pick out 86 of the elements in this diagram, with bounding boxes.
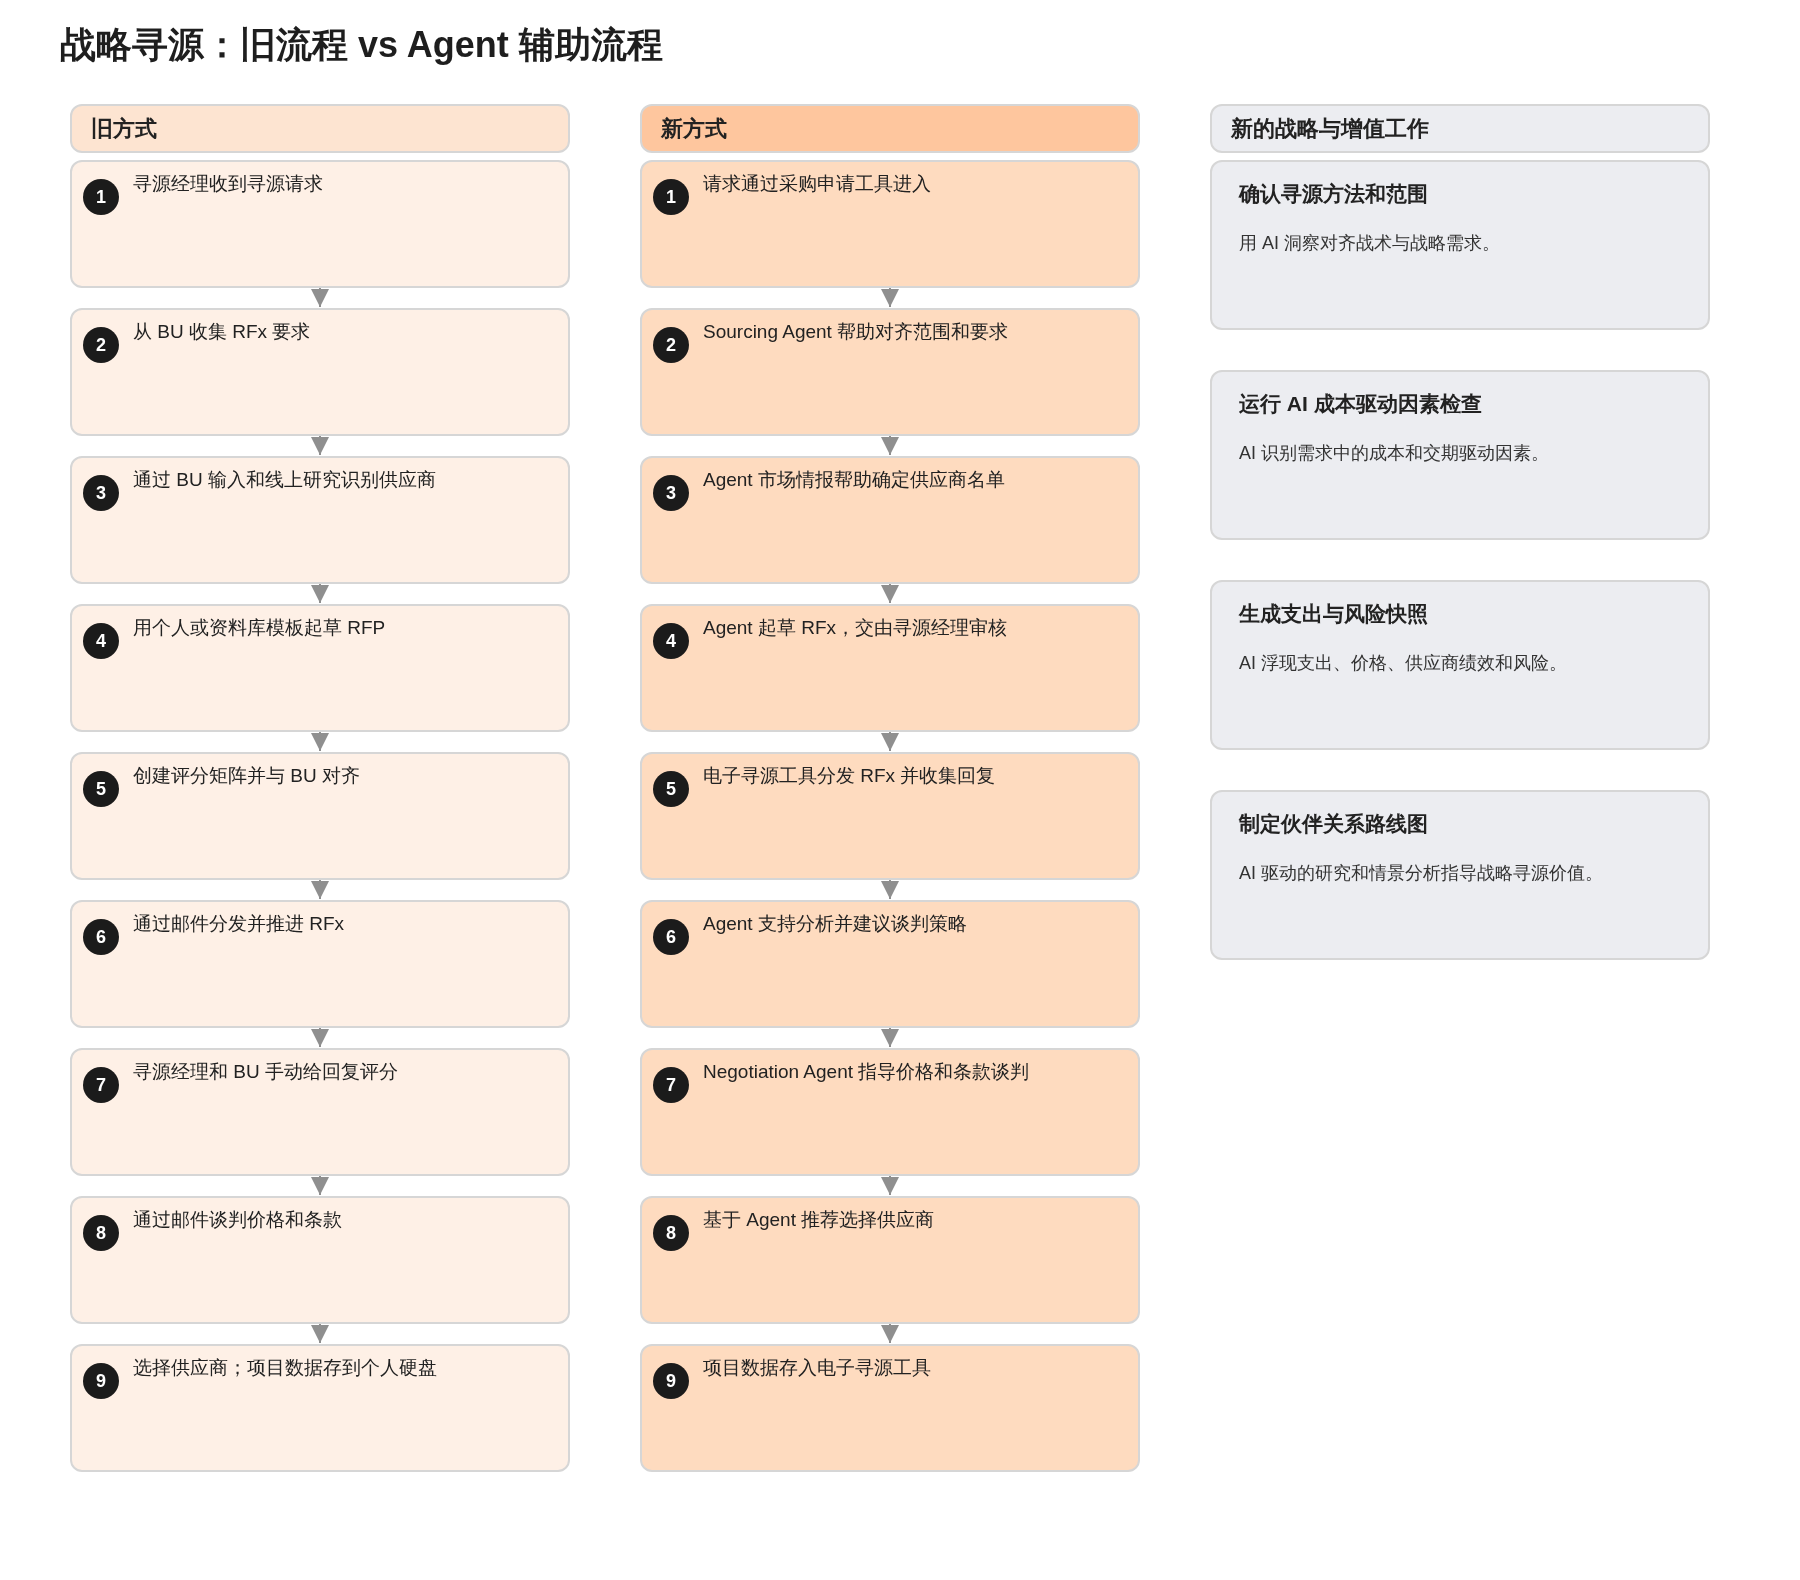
task-card — [1210, 580, 1710, 750]
step-box — [70, 900, 570, 1028]
card-title: 制定伙伴关系路线图 — [1239, 811, 1428, 837]
arrow — [311, 879, 329, 900]
step-box — [640, 604, 1140, 732]
step-box — [640, 900, 1140, 1028]
step-number: 2 — [653, 327, 689, 363]
step-number: 8 — [653, 1215, 689, 1251]
column-header: 旧方式 — [70, 104, 570, 153]
step-number: 4 — [83, 623, 119, 659]
arrow — [881, 731, 899, 752]
arrow — [881, 879, 899, 900]
step-text: 电子寻源工具分发 RFx 并收集回复 — [703, 764, 996, 788]
step-number: 7 — [653, 1067, 689, 1103]
step-text: 从 BU 收集 RFx 要求 — [133, 320, 311, 344]
card-text: AI 浮现支出、价格、供应商绩效和风险。 — [1239, 652, 1567, 675]
step-text: Agent 起草 RFx，交由寻源经理审核 — [703, 616, 1008, 640]
step-number: 3 — [83, 475, 119, 511]
step-text: 通过 BU 输入和线上研究识别供应商 — [133, 468, 436, 492]
step-text: 基于 Agent 推荐选择供应商 — [703, 1208, 935, 1232]
step-number: 4 — [653, 623, 689, 659]
step-box — [640, 308, 1140, 436]
step-number: 9 — [83, 1363, 119, 1399]
arrow — [881, 1175, 899, 1196]
step-box — [70, 1048, 570, 1176]
step-box — [640, 1344, 1140, 1472]
step-text: Agent 市场情报帮助确定供应商名单 — [703, 468, 1005, 492]
step-text: 用个人或资料库模板起草 RFP — [133, 616, 386, 640]
step-number: 5 — [83, 771, 119, 807]
diagram-title: 战略寻源：旧流程 vs Agent 辅助流程 — [60, 23, 663, 67]
step-box — [640, 160, 1140, 288]
task-card — [1210, 370, 1710, 540]
arrow — [311, 583, 329, 604]
card-title: 确认寻源方法和范围 — [1239, 181, 1428, 207]
step-box — [70, 752, 570, 880]
arrow — [881, 583, 899, 604]
step-number: 1 — [83, 179, 119, 215]
step-number: 6 — [653, 919, 689, 955]
arrow — [881, 1323, 899, 1344]
step-number: 8 — [83, 1215, 119, 1251]
step-box — [70, 1344, 570, 1472]
arrow — [881, 287, 899, 308]
step-box — [70, 604, 570, 732]
step-number: 1 — [653, 179, 689, 215]
step-box — [640, 1048, 1140, 1176]
arrow — [311, 435, 329, 456]
step-box — [70, 1196, 570, 1324]
card-title: 生成支出与风险快照 — [1239, 601, 1428, 627]
step-text: 项目数据存入电子寻源工具 — [703, 1356, 931, 1380]
card-text: 用 AI 洞察对齐战术与战略需求。 — [1239, 232, 1500, 255]
step-number: 7 — [83, 1067, 119, 1103]
arrow — [311, 1323, 329, 1344]
step-number: 2 — [83, 327, 119, 363]
step-text: Sourcing Agent 帮助对齐范围和要求 — [703, 320, 1009, 344]
card-title: 运行 AI 成本驱动因素检查 — [1239, 391, 1482, 417]
column-header: 新的战略与增值工作 — [1210, 104, 1710, 153]
step-box — [640, 456, 1140, 584]
task-card — [1210, 790, 1710, 960]
column-header: 新方式 — [640, 104, 1140, 153]
step-text: 通过邮件分发并推进 RFx — [133, 912, 345, 936]
step-number: 5 — [653, 771, 689, 807]
card-text: AI 识别需求中的成本和交期驱动因素。 — [1239, 442, 1549, 465]
step-box — [70, 456, 570, 584]
step-text: 请求通过采购申请工具进入 — [703, 172, 931, 196]
step-box — [70, 308, 570, 436]
step-text: 创建评分矩阵并与 BU 对齐 — [133, 764, 360, 788]
step-text: 寻源经理收到寻源请求 — [133, 172, 323, 196]
arrow — [311, 731, 329, 752]
arrow — [881, 435, 899, 456]
arrow — [311, 1175, 329, 1196]
arrow — [881, 1027, 899, 1048]
step-text: Negotiation Agent 指导价格和条款谈判 — [703, 1060, 1030, 1084]
step-text: 选择供应商；项目数据存到个人硬盘 — [133, 1356, 437, 1380]
step-number: 6 — [83, 919, 119, 955]
step-box — [640, 1196, 1140, 1324]
card-text: AI 驱动的研究和情景分析指导战略寻源价值。 — [1239, 862, 1603, 885]
step-box — [640, 752, 1140, 880]
step-text: Agent 支持分析并建议谈判策略 — [703, 912, 967, 936]
arrow — [311, 1027, 329, 1048]
step-box — [70, 160, 570, 288]
task-card — [1210, 160, 1710, 330]
step-text: 通过邮件谈判价格和条款 — [133, 1208, 342, 1232]
step-number: 9 — [653, 1363, 689, 1399]
arrow — [311, 287, 329, 308]
step-number: 3 — [653, 475, 689, 511]
step-text: 寻源经理和 BU 手动给回复评分 — [133, 1060, 398, 1084]
